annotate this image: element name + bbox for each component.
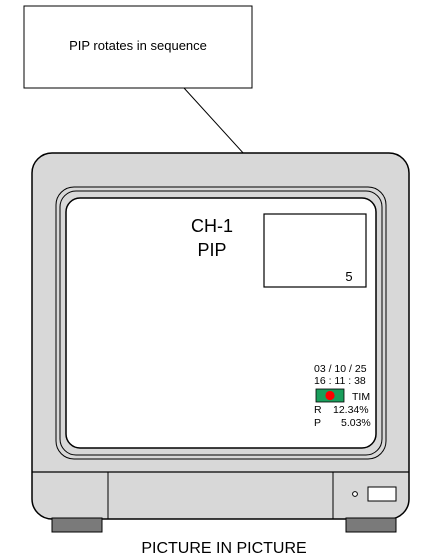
- callout: PIP rotates in sequence: [23, 5, 253, 89]
- osd-r-label: R: [314, 404, 322, 416]
- monitor-bezel-inner: [59, 190, 383, 456]
- pip-window: [263, 213, 367, 288]
- callout-box: [23, 5, 253, 89]
- osd-time: 16 : 11 : 38: [314, 375, 366, 387]
- osd-p-label: P: [314, 417, 321, 429]
- right-foot: [345, 517, 397, 533]
- osd-p-value: 5.03%: [341, 417, 371, 429]
- power-button: [367, 486, 397, 502]
- monitor: CH-1 PIP 5 03 / 10 / 25 16 : 11 : 38 TIM…: [31, 152, 410, 533]
- record-dot-icon: [325, 390, 335, 401]
- osd-date: 03 / 10 / 25: [314, 363, 367, 375]
- diagram-caption: PICTURE IN PICTURE: [141, 540, 306, 557]
- callout-text: PIP rotates in sequence: [69, 38, 207, 53]
- power-led-icon: [352, 491, 358, 497]
- osd-record-mode: TIM: [352, 391, 370, 403]
- mode-label: PIP: [197, 240, 226, 260]
- osd-r-value: 12.34%: [333, 404, 369, 416]
- channel-label: CH-1: [191, 216, 233, 236]
- left-foot: [51, 517, 103, 533]
- pip-channel-number: 5: [345, 269, 352, 284]
